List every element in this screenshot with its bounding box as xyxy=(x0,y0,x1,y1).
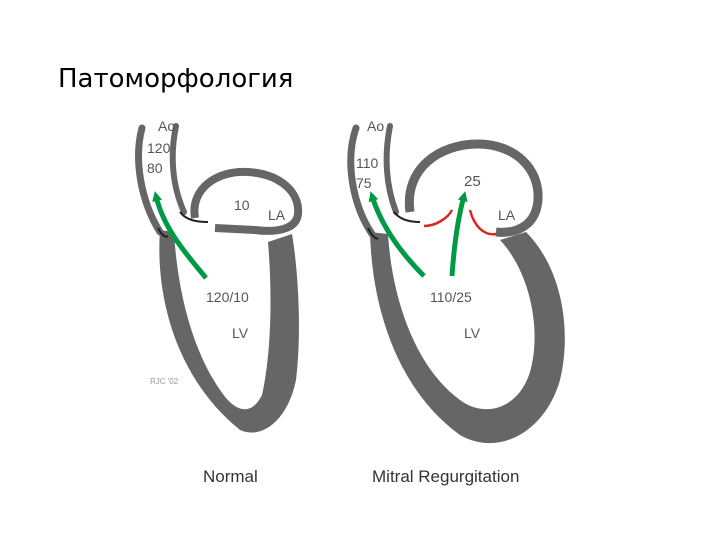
mr-ao-diastolic: 75 xyxy=(356,175,372,191)
normal-watermark: RJC '02 xyxy=(150,377,179,386)
mr-ao-systolic: 110 xyxy=(356,155,379,171)
normal-lv-pressure: 120/10 xyxy=(206,289,249,305)
mr-lv-pressure: 110/25 xyxy=(430,289,472,305)
mr-aorta-outer xyxy=(347,124,376,238)
mr-lv-label: LV xyxy=(464,325,481,341)
mr-heart: Ao 110 75 25 LA 110/25 LV Mitral Regurgi… xyxy=(347,118,565,486)
normal-aorta-outer xyxy=(135,124,164,236)
mr-ao-label: Ao xyxy=(367,118,384,134)
mr-lv-wall xyxy=(370,232,565,444)
mr-caption: Mitral Regurgitation xyxy=(372,467,519,486)
normal-ao-systolic: 120 xyxy=(147,140,171,156)
normal-lv-label: LV xyxy=(232,325,249,341)
normal-caption: Normal xyxy=(203,467,258,486)
normal-heart: Ao 120 80 10 LA 120/10 LV RJC '02 Normal xyxy=(135,118,303,486)
slide-title: Патоморфология xyxy=(58,64,294,94)
normal-lv-wall xyxy=(159,230,299,433)
mr-la-pressure: 25 xyxy=(464,173,481,190)
normal-la-chamber xyxy=(190,167,303,235)
normal-aorta-inner xyxy=(169,123,187,215)
normal-flow-arrow xyxy=(152,191,208,280)
normal-la-pressure: 10 xyxy=(234,197,250,213)
mr-la-chamber xyxy=(404,139,543,237)
mr-forward-flow-arrow xyxy=(368,191,426,278)
normal-aortic-valve xyxy=(157,227,169,238)
normal-la-label: LA xyxy=(268,207,286,223)
mr-mitral-leaflet-right xyxy=(468,209,497,236)
mr-aorta-inner xyxy=(383,123,399,215)
mr-regurgitant-flow-arrow xyxy=(449,191,468,277)
mr-mitral-valve-base xyxy=(393,211,421,223)
mr-la-label: LA xyxy=(498,207,516,223)
mr-aortic-valve xyxy=(367,227,379,240)
normal-mitral-valve xyxy=(179,211,209,223)
normal-ao-label: Ao xyxy=(158,118,175,134)
mr-mitral-leaflet-left xyxy=(423,209,454,228)
normal-ao-diastolic: 80 xyxy=(147,160,163,176)
